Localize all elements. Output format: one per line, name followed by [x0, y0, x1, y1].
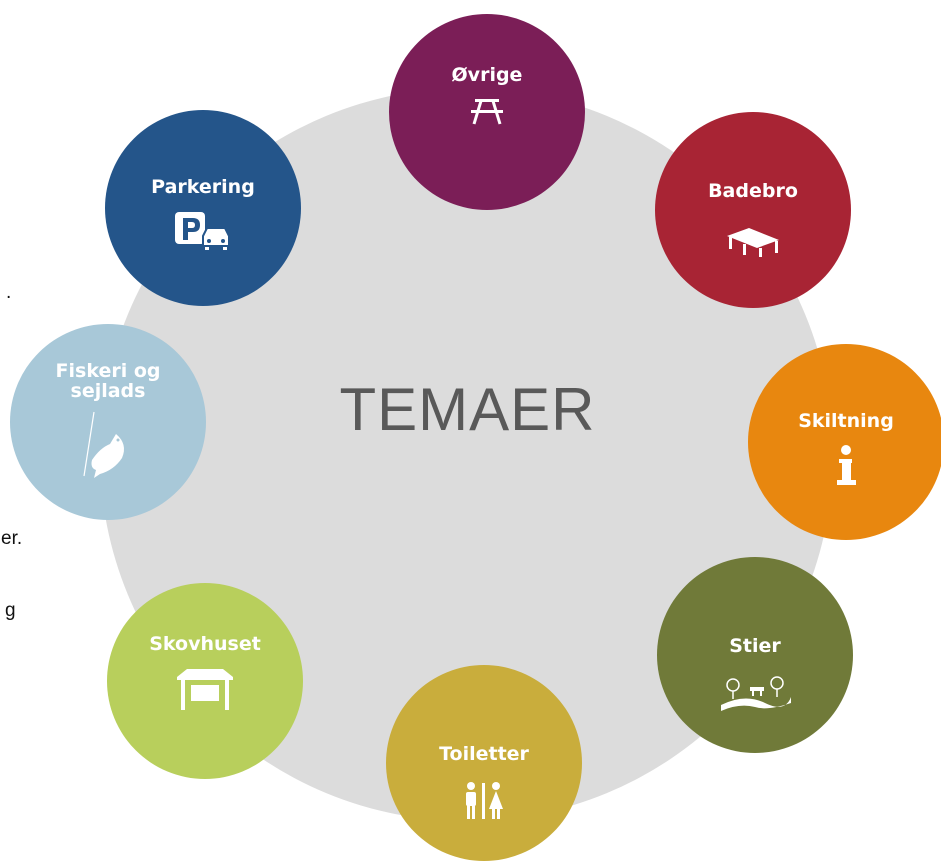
path-icon [721, 676, 791, 711]
theme-label: Øvrige [451, 64, 523, 86]
shelter-icon [177, 668, 233, 710]
theme-label: Badebro [708, 180, 798, 202]
theme-label: Fiskeri og sejlads [55, 360, 161, 402]
toilet-icon [466, 781, 503, 819]
edge-text-fragment: . [6, 282, 12, 303]
theme-skovhuset[interactable]: Skovhuset [107, 583, 303, 779]
fish-icon [83, 411, 124, 478]
edge-text-fragment: er. [1, 528, 23, 549]
center-title: TEMAER [339, 376, 596, 443]
theme-stier[interactable]: Stier [657, 557, 853, 753]
theme-label: Toiletter [439, 743, 529, 765]
theme-fiskeri-og-sejlads[interactable]: Fiskeri og sejlads [10, 324, 206, 520]
parking-icon [175, 211, 230, 250]
theme-label: Parkering [151, 176, 255, 198]
picnic-table-icon [471, 98, 503, 125]
theme-label: Stier [729, 635, 781, 657]
theme-skiltning[interactable]: Skiltning [748, 344, 941, 540]
theme-label: Skiltning [798, 410, 894, 432]
theme-badebro[interactable]: Badebro [655, 112, 851, 308]
theme-ovrige[interactable]: Øvrige [389, 14, 585, 210]
theme-parkering[interactable]: Parkering [105, 110, 301, 306]
info-icon [837, 444, 856, 485]
theme-toiletter[interactable]: Toiletter [386, 665, 582, 861]
theme-label: Skovhuset [149, 633, 261, 655]
jetty-icon [727, 227, 779, 257]
edge-text-fragment: g [5, 600, 16, 621]
